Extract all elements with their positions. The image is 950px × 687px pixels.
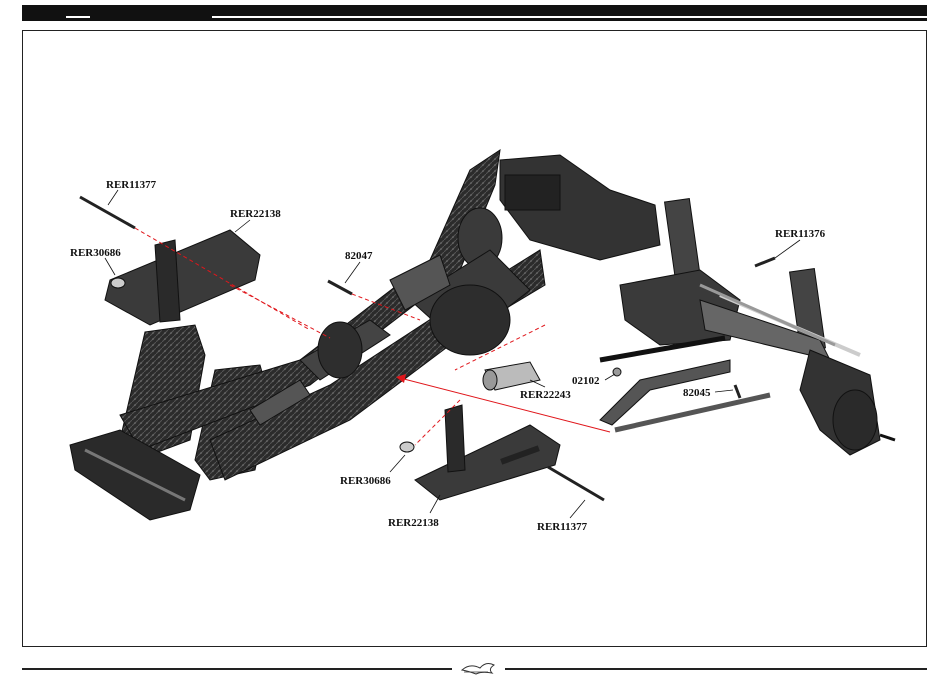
part-label: RER11376 [775, 228, 826, 240]
skid-plate-left [105, 230, 260, 325]
part-label: RER22138 [230, 208, 281, 220]
part-label: 02102 [572, 375, 600, 387]
part-label: RER22138 [388, 517, 439, 529]
part-label: RER30686 [340, 475, 391, 487]
skid-plate-right [400, 405, 560, 500]
spur-gear-part [483, 362, 540, 390]
footer-rule-right [505, 668, 927, 670]
part-label: 82045 [683, 387, 711, 399]
part-label: 82047 [345, 250, 373, 262]
part-label: RER22243 [520, 389, 571, 401]
part-label: RER11377 [537, 521, 588, 533]
part-label: RER30686 [70, 247, 121, 259]
part-label: RER11377 [106, 179, 157, 191]
redcat-logo-icon [458, 657, 498, 677]
footer-rule-left [22, 668, 452, 670]
